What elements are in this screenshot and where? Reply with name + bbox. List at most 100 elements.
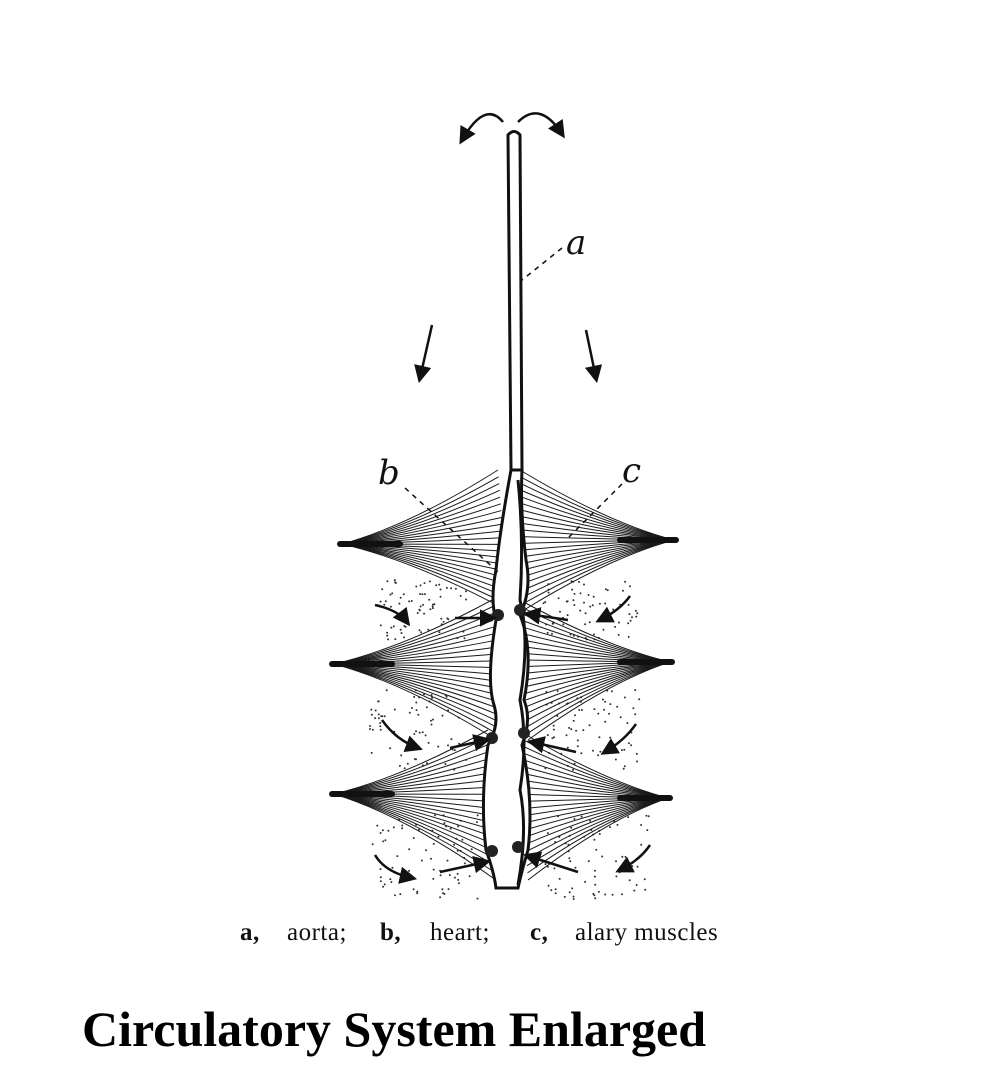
stipple-dot: [430, 723, 433, 726]
stipple-dot: [398, 602, 401, 605]
muscle-fiber: [333, 793, 496, 867]
stipple-dot: [576, 745, 579, 748]
stipple-dot: [571, 887, 574, 890]
stipple-dot: [554, 892, 557, 895]
stipple-dot: [602, 628, 605, 631]
stipple-dot: [412, 837, 415, 839]
stipple-dot: [631, 865, 634, 868]
stipple-dot: [592, 595, 595, 598]
stipple-dot: [408, 711, 411, 714]
stipple-dot: [428, 598, 431, 601]
stipple-dot: [463, 862, 466, 865]
stipple-dot: [629, 619, 632, 622]
stipple-dot: [634, 689, 637, 692]
stipple-dot: [406, 762, 409, 765]
stipple-dot: [627, 742, 630, 745]
stipple-dot: [416, 612, 419, 614]
stipple-dot: [438, 631, 441, 634]
stipple-dot: [621, 855, 624, 858]
stipple-dot: [450, 587, 453, 590]
stipple-dot: [391, 592, 394, 595]
stipple-dot: [622, 589, 624, 592]
stipple-dot: [381, 588, 384, 591]
stipple-dot: [572, 599, 575, 602]
stipple-dot: [608, 712, 610, 715]
stipple-dot: [437, 745, 440, 748]
stipple-dot: [593, 633, 595, 636]
stipple-dot: [371, 843, 374, 846]
stipple-dot: [546, 865, 549, 868]
stipple-dot: [431, 605, 434, 608]
stipple-dot: [370, 713, 373, 716]
stipple-dot: [553, 867, 556, 870]
stipple-dot: [379, 868, 382, 871]
stipple-dot: [572, 895, 575, 898]
stipple-dot: [459, 594, 462, 597]
muscle-fiber: [341, 543, 510, 606]
stipple-dot: [387, 829, 390, 832]
stipple-dot: [415, 585, 418, 588]
muscle-fiber: [527, 661, 671, 741]
stipple-dot: [572, 768, 574, 771]
stipple-dot: [391, 866, 394, 869]
stipple-dot: [379, 624, 382, 627]
stipple-dot: [412, 888, 415, 891]
stipple-dot: [601, 855, 604, 858]
stipple-dot: [573, 592, 576, 595]
stipple-dot: [620, 749, 623, 751]
stipple-dot: [434, 814, 436, 817]
stipple-dot: [602, 698, 604, 701]
stipple-dot: [382, 840, 385, 843]
stipple-dot: [605, 608, 608, 611]
stipple-dot: [461, 838, 464, 841]
stipple-dot: [465, 590, 467, 593]
stipple-dot: [636, 612, 639, 615]
stipple-dot: [544, 863, 547, 866]
stipple-dot: [593, 708, 596, 711]
stipple-dot: [566, 614, 569, 617]
stipple-dot: [580, 815, 583, 818]
heart-wall-shading: [516, 479, 527, 886]
muscle-fiber: [520, 489, 675, 541]
stipple-dot: [371, 728, 374, 731]
stipple-dot: [572, 719, 575, 722]
stipple-dot: [425, 849, 428, 852]
page-title: Circulatory System Enlarged: [82, 1001, 707, 1057]
stipple-dot: [450, 738, 453, 741]
stipple-dot: [597, 890, 600, 893]
stipple-dot: [630, 744, 633, 747]
stipple-dot: [370, 751, 373, 754]
stipple-dot: [570, 728, 573, 731]
stipple-dot: [430, 694, 433, 696]
stipple-dot: [396, 855, 399, 858]
stipple-dot: [587, 860, 590, 863]
stipple-dot: [565, 734, 568, 737]
stipple-dot: [386, 580, 389, 583]
stipple-dot: [420, 859, 423, 862]
stipple-dot: [631, 616, 633, 619]
stipple-dot: [403, 767, 406, 770]
stipple-dot: [617, 633, 620, 636]
stipple-dot: [394, 894, 396, 897]
stipple-dot: [622, 767, 625, 770]
stipple-dot: [634, 609, 637, 612]
stipple-dot: [384, 839, 387, 842]
stipple-dot: [416, 890, 419, 893]
stipple-dot: [476, 821, 478, 824]
stipple-dot: [551, 632, 553, 635]
stipple-dot: [369, 728, 371, 730]
stipple-dot: [604, 588, 607, 591]
stipple-dot: [615, 860, 617, 863]
stipple-dot: [379, 728, 382, 731]
stipple-dot: [599, 750, 602, 753]
stipple-dot: [432, 877, 435, 880]
stipple-dot: [419, 584, 422, 587]
stipple-dot: [609, 826, 611, 829]
stipple-dot: [419, 593, 422, 595]
stipple-dot: [429, 608, 432, 611]
stipple-dot: [432, 718, 434, 721]
stipple-dot: [570, 826, 573, 829]
stipple-dot: [640, 824, 643, 826]
stipple-dot: [465, 598, 467, 601]
muscle-fiber: [527, 797, 669, 881]
